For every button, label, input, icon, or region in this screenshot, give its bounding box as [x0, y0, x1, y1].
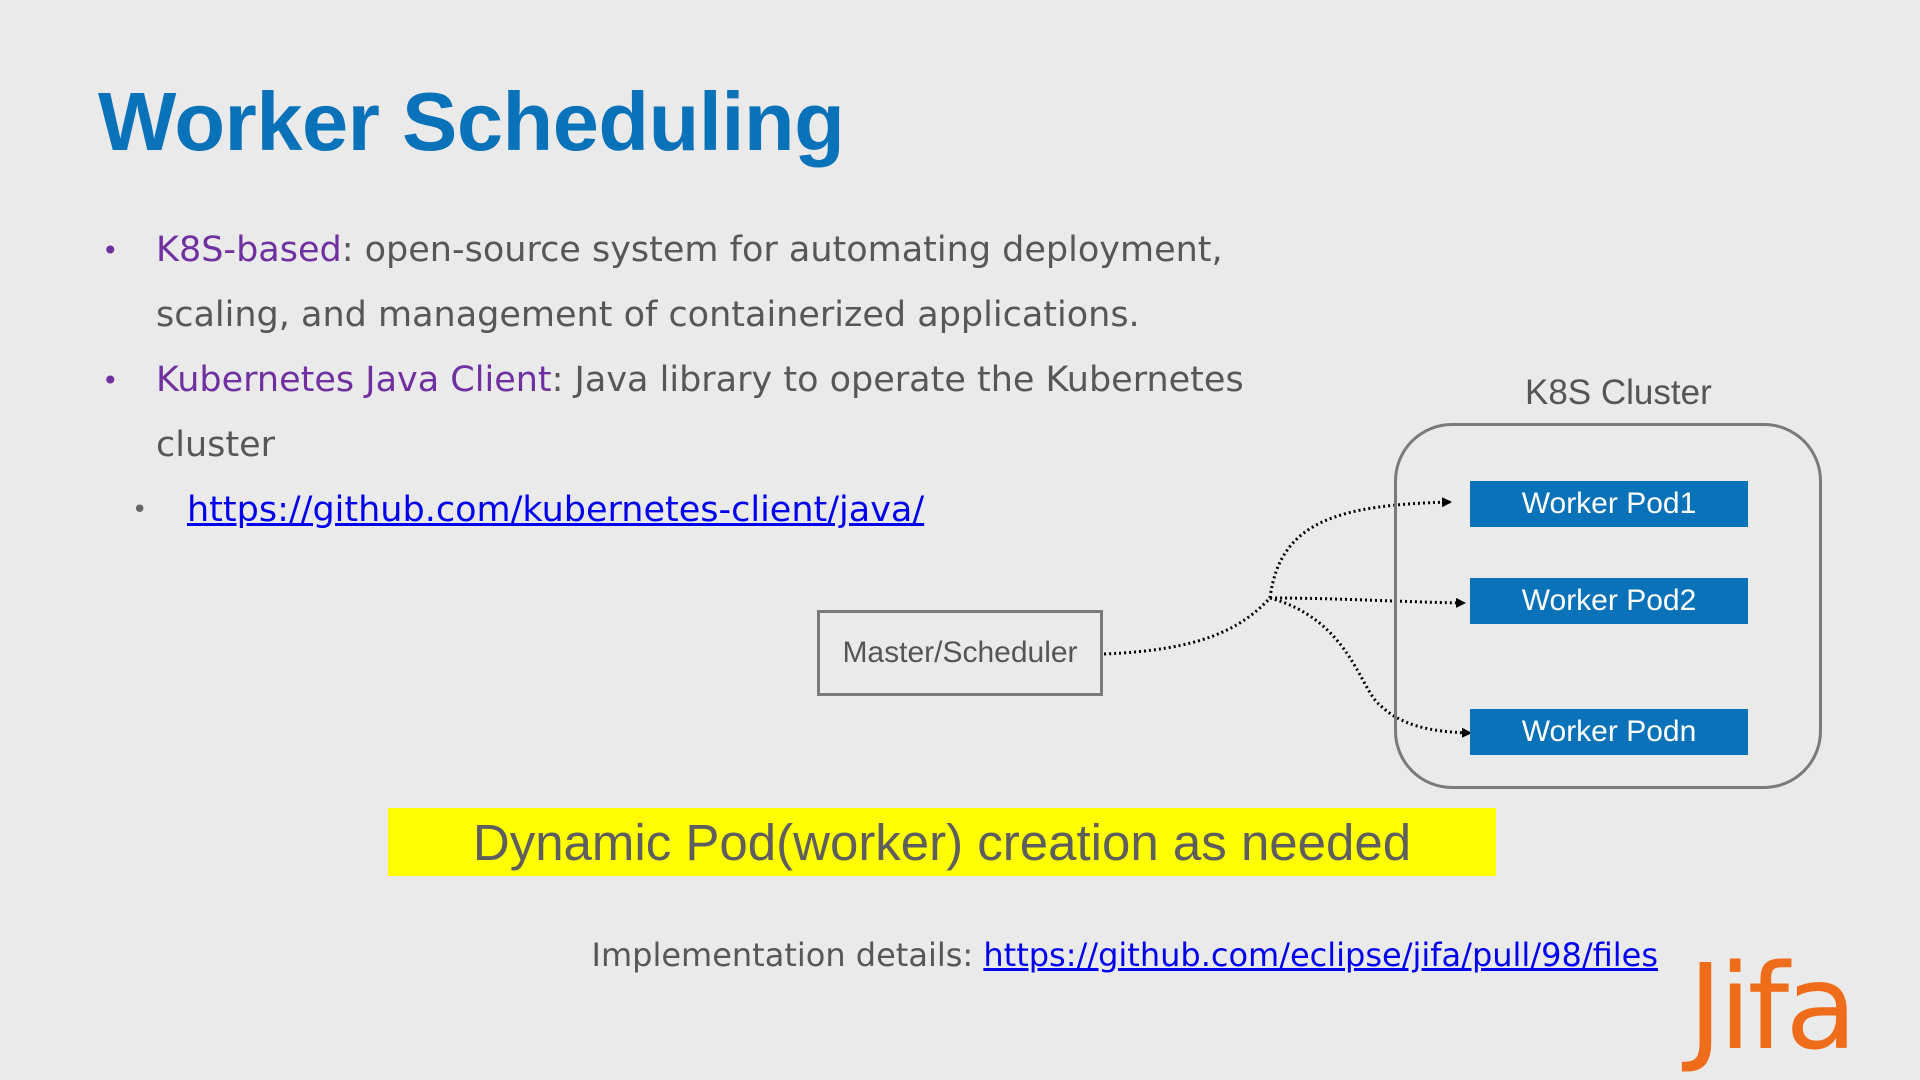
bullet-dot: •: [102, 234, 119, 267]
worker-pod-n: Worker Podn: [1470, 709, 1748, 755]
java-client-link[interactable]: https://github.com/kubernetes-client/jav…: [187, 490, 925, 530]
implementation-label: Implementation details:: [591, 936, 974, 974]
cluster-label: K8S Cluster: [1525, 373, 1712, 412]
bullet-dot: •: [102, 364, 119, 397]
bullet-text: : Java library to operate the Kubernetes…: [156, 360, 1244, 465]
bullet-text: : open-source system for automating depl…: [156, 230, 1223, 335]
jifa-logo: Jifa: [1688, 938, 1857, 1076]
highlight-callout: Dynamic Pod(worker) creation as needed: [388, 808, 1496, 876]
bullet-k8s: • K8S-based: open-source system for auto…: [98, 218, 1268, 348]
bullet-list: • K8S-based: open-source system for auto…: [98, 218, 1268, 543]
arrow-master-to-junction: [1103, 596, 1272, 656]
sub-bullet-dot: •: [132, 495, 148, 525]
slide-title: Worker Scheduling: [98, 75, 845, 168]
k8s-cluster-box: [1394, 423, 1822, 789]
implementation-link[interactable]: https://github.com/eclipse/jifa/pull/98/…: [983, 936, 1658, 974]
worker-pod-2: Worker Pod2: [1470, 578, 1748, 624]
master-scheduler-box: Master/Scheduler: [817, 610, 1103, 696]
bullet-term: K8S-based: [156, 230, 342, 270]
bullet-java-client: • Kubernetes Java Client: Java library t…: [98, 348, 1268, 478]
worker-pod-1: Worker Pod1: [1470, 481, 1748, 527]
sub-bullet-link: • https://github.com/kubernetes-client/j…: [98, 478, 1268, 543]
implementation-details: Implementation details: https://github.c…: [592, 936, 1658, 974]
bullet-term: Kubernetes Java Client: [156, 360, 552, 400]
